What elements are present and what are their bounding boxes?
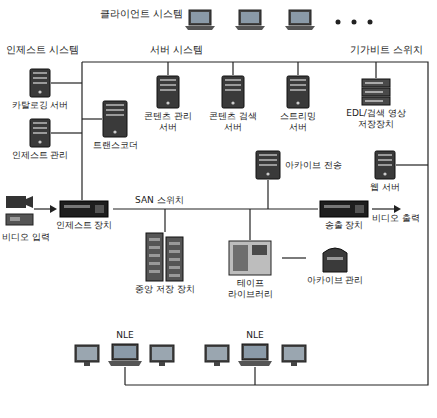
equipment-icon — [107, 343, 143, 367]
client-laptops — [185, 10, 373, 30]
equipment-node: 웹 서버 — [365, 150, 405, 193]
node-label: 인제스트 관리 — [10, 150, 70, 161]
equipment-icon — [145, 232, 185, 282]
equipment-node: EDL/검색 영상 저장장치 — [340, 78, 412, 130]
equipment-node: 아카이브 전송 — [255, 150, 342, 180]
equipment-node: NLE — [105, 330, 145, 367]
equipment-icon — [156, 75, 180, 109]
equipment-node: 인제스트 관리 — [10, 118, 70, 161]
equipment-node: 송출 장치 — [318, 200, 370, 231]
equipment-icon — [374, 150, 396, 180]
node-label: NLE — [235, 330, 275, 341]
node-label: 콘텐츠 검색 서버 — [205, 111, 261, 133]
region-label: 비디오 입력 — [2, 232, 50, 243]
node-label: 인제스트 장치 — [55, 220, 113, 231]
equipment-node: 콘텐츠 관리 서버 — [140, 75, 196, 133]
node-label: NLE — [105, 330, 145, 341]
equipment-icon — [319, 200, 369, 218]
region-label: 기가비트 스위치 — [350, 44, 423, 56]
network-link — [282, 257, 306, 258]
node-label: 중앙 저장 장치 — [135, 284, 195, 295]
arrow-head — [50, 205, 57, 213]
equipment-icon — [286, 75, 310, 109]
node-label: 웹 서버 — [365, 182, 405, 193]
equipment-node: NLE — [235, 330, 275, 367]
node-label: EDL/검색 영상 저장장치 — [340, 108, 412, 130]
equipment-node: 중앙 저장 장치 — [135, 232, 195, 295]
bus-lines — [34, 62, 428, 385]
equipment-icon — [29, 118, 51, 148]
region-label: 비디오 출력 — [372, 213, 420, 224]
equipment-icon — [29, 68, 51, 98]
node-label: 송출 장치 — [318, 220, 370, 231]
node-label: 카탈로깅 서버 — [10, 100, 70, 111]
equipment-icon — [228, 240, 272, 276]
nle-monitors — [75, 345, 306, 366]
equipment-icon — [321, 243, 349, 273]
equipment-node: 인제스트 장치 — [55, 200, 113, 231]
node-label: 트랜스코더 — [90, 140, 140, 151]
equipment-node: 트랜스코더 — [90, 100, 140, 151]
region-label: SAN 스위치 — [135, 195, 184, 206]
equipment-node: 콘텐츠 검색 서버 — [205, 75, 261, 133]
region-label: 클라이언트 시스템 — [100, 8, 183, 20]
equipment-icon — [361, 78, 391, 106]
equipment-icon — [102, 100, 128, 138]
video-sources — [6, 196, 33, 225]
equipment-node: 카탈로깅 서버 — [10, 68, 70, 111]
equipment-node: 스트리밍 서버 — [270, 75, 326, 133]
equipment-node: 아카이브 관리 — [306, 243, 364, 286]
equipment-icon — [59, 200, 109, 218]
equipment-icon — [255, 150, 281, 180]
node-label: 스트리밍 서버 — [270, 111, 326, 133]
equipment-node: 테이프 라이브러리 — [218, 240, 282, 300]
region-label: 서버 시스템 — [150, 44, 203, 56]
node-label: 아카이브 전송 — [285, 160, 342, 171]
node-label: 콘텐츠 관리 서버 — [140, 111, 196, 133]
equipment-icon — [237, 343, 273, 367]
node-label: 아카이브 관리 — [306, 275, 364, 286]
region-label: 인제스트 시스템 — [6, 44, 79, 56]
equipment-icon — [221, 75, 245, 109]
node-label: 테이프 라이브러리 — [218, 278, 282, 300]
network-link — [113, 208, 318, 209]
arrow-head — [394, 205, 401, 213]
